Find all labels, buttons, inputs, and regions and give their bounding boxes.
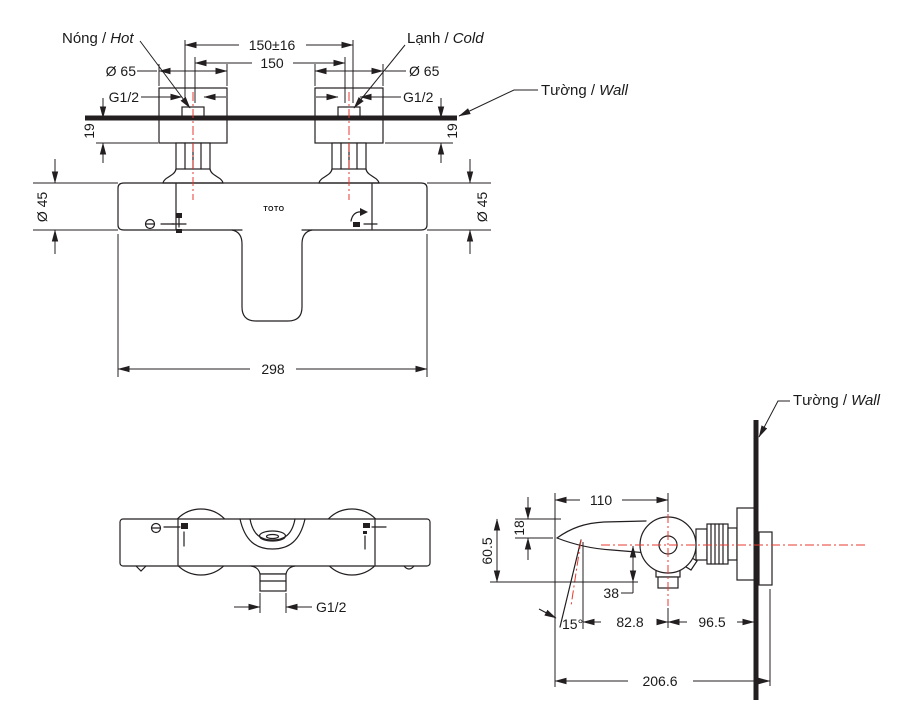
spout-bottom-profile bbox=[556, 537, 649, 554]
spout-angle-centerline bbox=[570, 539, 582, 607]
dim-tip-to-center: 82.8 bbox=[616, 614, 643, 630]
side-dimensions: 110 18 60.5 38 15° 82.8 bbox=[479, 492, 771, 689]
side-view: 110 18 60.5 38 15° 82.8 bbox=[479, 392, 881, 700]
dim-inlet-spacing: 150 bbox=[260, 55, 284, 71]
dim-inlet-thread-right: G1/2 bbox=[403, 89, 434, 105]
escutcheon-side bbox=[736, 507, 757, 581]
top-view-markings bbox=[150, 522, 387, 550]
label-wall-side: Tường /Wall bbox=[793, 392, 881, 409]
dim-height: 60.5 bbox=[479, 537, 495, 564]
dim-center-to-wall: 96.5 bbox=[698, 614, 725, 630]
dim-spout-drop: 18 bbox=[511, 520, 527, 536]
dim-body-dia-left: Ø 45 bbox=[34, 192, 50, 223]
dim-escutcheon-dia-right: Ø 65 bbox=[409, 63, 440, 79]
outlet-flare bbox=[250, 565, 296, 575]
temperature-control-icon bbox=[144, 213, 187, 233]
label-cold: Lạnh /Cold bbox=[407, 30, 484, 47]
mixer-body-top bbox=[119, 518, 431, 567]
top-view: G1/2 bbox=[119, 508, 431, 615]
dim-body-width: 298 bbox=[261, 361, 285, 377]
dim-outlet-offset: 38 bbox=[603, 585, 619, 601]
dim-total-depth: 206.6 bbox=[642, 673, 677, 689]
hot-leader bbox=[139, 40, 191, 109]
dim-inlet-thread-left: G1/2 bbox=[109, 89, 140, 105]
dim-spout-reach: 110 bbox=[590, 492, 613, 508]
body-lower-boss bbox=[231, 229, 313, 322]
top-dimensions: G1/2 bbox=[234, 593, 347, 615]
dim-outlet-thread: G1/2 bbox=[316, 599, 347, 615]
cold-leader bbox=[353, 44, 406, 109]
dim-inlet-spacing-tolerance: 150±16 bbox=[249, 37, 296, 53]
dim-wall-gap-right: 19 bbox=[444, 123, 460, 139]
dim-escutcheon-dia-left: Ø 65 bbox=[106, 63, 137, 79]
dim-body-dia-right: Ø 45 bbox=[474, 192, 490, 223]
label-wall-top: Tường /Wall bbox=[541, 82, 629, 99]
flow-control-icon bbox=[350, 208, 378, 227]
wall-top-leader bbox=[458, 89, 538, 117]
dim-wall-gap-left: 19 bbox=[81, 123, 97, 139]
dim-spout-angle: 15° bbox=[562, 616, 583, 632]
front-view: TOTO 150±16 150 Ø 65 bbox=[33, 30, 629, 377]
toto-logo: TOTO bbox=[263, 206, 284, 213]
outlet-stub bbox=[259, 573, 287, 592]
spout-top-profile bbox=[556, 520, 647, 539]
connector-nut-side bbox=[706, 523, 729, 565]
label-hot: Nóng /Hot bbox=[62, 30, 134, 47]
supply-pipe bbox=[758, 531, 773, 586]
mixer-body-front bbox=[117, 182, 428, 231]
wall-side-leader bbox=[758, 400, 790, 438]
center-recess bbox=[239, 518, 306, 550]
front-dimensions: 150±16 150 Ø 65 Ø 65 G1/2 G1/2 bbox=[33, 37, 491, 377]
spout-angle-line bbox=[559, 539, 582, 628]
